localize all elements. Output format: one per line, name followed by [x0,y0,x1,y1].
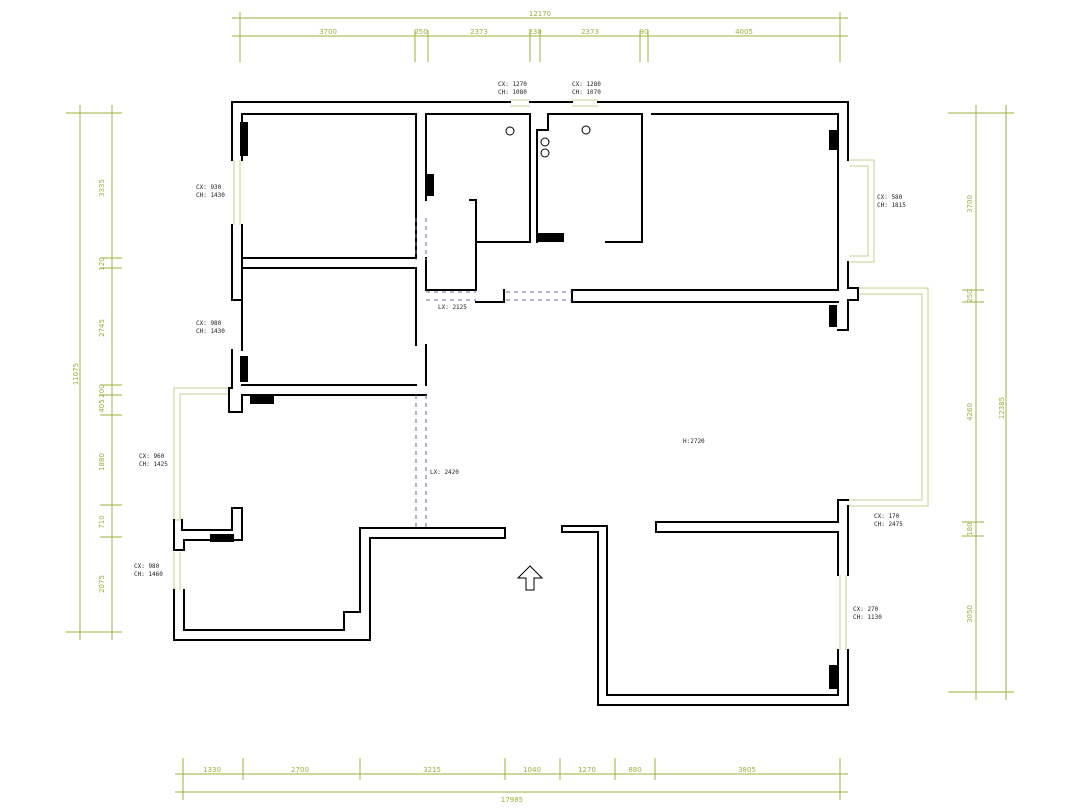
dim-left-seg-3: 2745 [98,319,106,337]
dim-bottom-seg-7: 3805 [738,766,756,774]
dim-bottom-seg-3: 3215 [423,766,441,774]
label-lx-lower: LX: 2420 [430,469,459,476]
label-w-top-left-1: CX: 1270 [498,81,527,88]
label-w-sw-2: CH: 1460 [134,571,163,578]
dim-left-seg-1: 3335 [98,179,106,197]
dim-right-seg-3: 4260 [966,403,974,421]
dim-left-seg-8: 2075 [98,575,106,593]
label-w-living-2: CH: 2475 [874,521,903,528]
dashed-openings [415,218,572,528]
dim-left-seg-5: 405 [98,399,106,412]
radiator-w [240,356,248,382]
dim-left-seg-2: 120 [98,257,106,270]
dim-left-seg-7: 710 [98,515,106,528]
label-w-top-right-2: CH: 1070 [572,89,601,96]
label-w-nw-2: CH: 1430 [196,192,225,199]
label-w-sw-1: CX: 980 [134,563,160,570]
label-w-master-1: CX: 580 [877,194,903,201]
radiator-se [829,665,837,689]
label-ceiling-height: H:2720 [683,438,705,445]
radiator-sw [210,534,234,542]
dimension-top: 12170 3700 250 2373 230 2373 90 4005 [232,10,848,62]
dim-bottom-seg-6: 880 [628,766,641,774]
dim-top-seg-3: 2373 [470,28,488,36]
label-w-living-1: CX: 170 [874,513,900,520]
fixture-circle [540,148,550,158]
opening-labels: CX: 1270 CH: 1080 CX: 1280 CH: 1070 CX: … [134,81,906,621]
dim-top-total: 12170 [529,10,551,18]
dim-right-seg-4: 180 [966,522,974,535]
dim-bottom-total: 17985 [501,796,523,804]
up-arrow-icon [516,565,544,591]
label-w-top-left-2: CH: 1080 [498,89,527,96]
dimension-bottom: 1330 2700 3215 1040 1270 880 3805 17985 [175,758,848,804]
dim-left-seg-4: 200 [98,384,106,397]
fixtures [505,125,591,158]
dim-bottom-seg-1: 1330 [203,766,221,774]
label-w-study-2: CH: 1425 [139,461,168,468]
radiator-study [250,396,274,404]
window-outlines [173,99,929,650]
dim-bottom-seg-5: 1270 [578,766,596,774]
dim-left-total: 11075 [72,363,80,385]
dim-right-seg-2: 250 [966,289,974,302]
fixture-circle [505,126,515,136]
dim-top-seg-1: 3700 [319,28,337,36]
dimension-left: 11075 3335 120 2745 200 405 1880 710 207… [66,105,122,640]
radiator-ne [829,130,837,150]
dim-right-seg-5: 3050 [966,605,974,623]
label-w-w-1: CX: 980 [196,320,222,327]
radiators [210,122,837,689]
label-w-master-2: CH: 1815 [877,202,906,209]
label-w-nw-1: CX: 930 [196,184,222,191]
walls [173,101,859,706]
dim-top-seg-6: 90 [640,28,649,36]
radiator-n-closet [426,174,434,196]
dim-top-seg-4: 230 [528,28,541,36]
dim-top-seg-2: 250 [414,28,427,36]
label-w-se-1: CX: 270 [853,606,879,613]
label-w-top-right-1: CX: 1280 [572,81,601,88]
dim-bottom-seg-2: 2700 [291,766,309,774]
dim-top-seg-7: 4005 [735,28,753,36]
dim-right-seg-1: 3700 [966,195,974,213]
radiator-kitchen [538,233,564,242]
label-w-w-2: CH: 1430 [196,328,225,335]
dimension-right: 3700 250 4260 180 3050 12385 [948,105,1014,700]
label-lx-upper: LX: 2125 [438,304,467,311]
fixture-circle [540,137,550,147]
dim-bottom-seg-4: 1040 [523,766,541,774]
radiator-nw [240,122,248,156]
dim-top-seg-5: 2373 [581,28,599,36]
fixture-circle [581,125,591,135]
label-w-se-2: CH: 1130 [853,614,882,621]
dim-left-seg-6: 1880 [98,453,106,471]
dim-right-total: 12385 [998,397,1006,419]
label-w-study-1: CX: 960 [139,453,165,460]
radiator-e [829,305,837,327]
